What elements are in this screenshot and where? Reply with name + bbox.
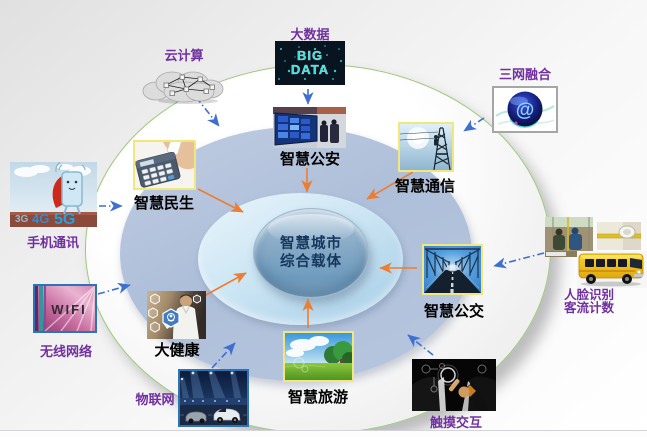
center-title-line2: 综合载体 (280, 254, 342, 270)
face-recognition-label: 人脸识别 客流计数 (550, 289, 628, 315)
smart-livelihood-label: 智慧民生 (133, 195, 194, 212)
big-data-image-text2: DATA (291, 62, 329, 77)
smart-tourism-image (283, 331, 354, 382)
center-ellipse-gloss (268, 214, 354, 244)
triple-network-image: @ (492, 86, 558, 133)
smart-police-image (273, 107, 346, 148)
badge-4g: 4G (32, 211, 49, 226)
smart-tourism-label: 智慧旅游 (287, 389, 348, 406)
slide-bottom-edge (0, 430, 647, 437)
cloud-computing-label: 云计算 (164, 48, 204, 63)
mobile-comm-image: 3G 4G 5G (10, 162, 97, 227)
big-data-image-text1: BIG (297, 48, 323, 63)
smart-transit-label: 智慧公交 (423, 303, 484, 320)
wifi-image-text: WIFI (51, 302, 86, 317)
iot-image (178, 369, 249, 427)
mobile-comm-label: 手机通讯 (26, 235, 79, 250)
smart-telecom-image (398, 122, 454, 172)
smart-livelihood-image (133, 140, 196, 190)
touch-interaction-label: 触摸交互 (429, 415, 482, 430)
badge-3g: 3G (15, 214, 29, 225)
big-health-label: 大健康 (154, 342, 200, 359)
center-title: 智慧城市 综合载体 (254, 209, 368, 297)
wireless-network-label: 无线网络 (39, 344, 92, 359)
at-sign-glyph: @ (516, 100, 535, 121)
face-recognition-interior-image (545, 217, 593, 257)
badge-5g: 5G (54, 211, 75, 227)
iot-label: 物联网 (135, 392, 175, 407)
cloud-computing-image (138, 63, 230, 105)
big-data-label: 大数据 (290, 27, 330, 42)
big-data-image: BIG DATA (275, 41, 345, 85)
smart-police-label: 智慧公安 (279, 151, 340, 168)
triple-network-label: 三网融合 (498, 67, 551, 82)
center-title-line1: 智慧城市 (280, 236, 342, 252)
smart-telecom-label: 智慧通信 (394, 178, 455, 195)
face-recognition-label-line1: 人脸识别 (563, 288, 614, 302)
wireless-network-image: WIFI (33, 284, 97, 333)
face-recognition-label-line2: 客流计数 (563, 301, 614, 315)
face-recognition-bus-image (577, 251, 647, 288)
big-health-image (147, 291, 206, 339)
center-ellipse: 智慧城市 综合载体 (253, 208, 369, 298)
face-recognition-ceiling-image (597, 222, 641, 250)
touch-interaction-image (412, 359, 496, 411)
smart-transit-image (422, 244, 483, 295)
